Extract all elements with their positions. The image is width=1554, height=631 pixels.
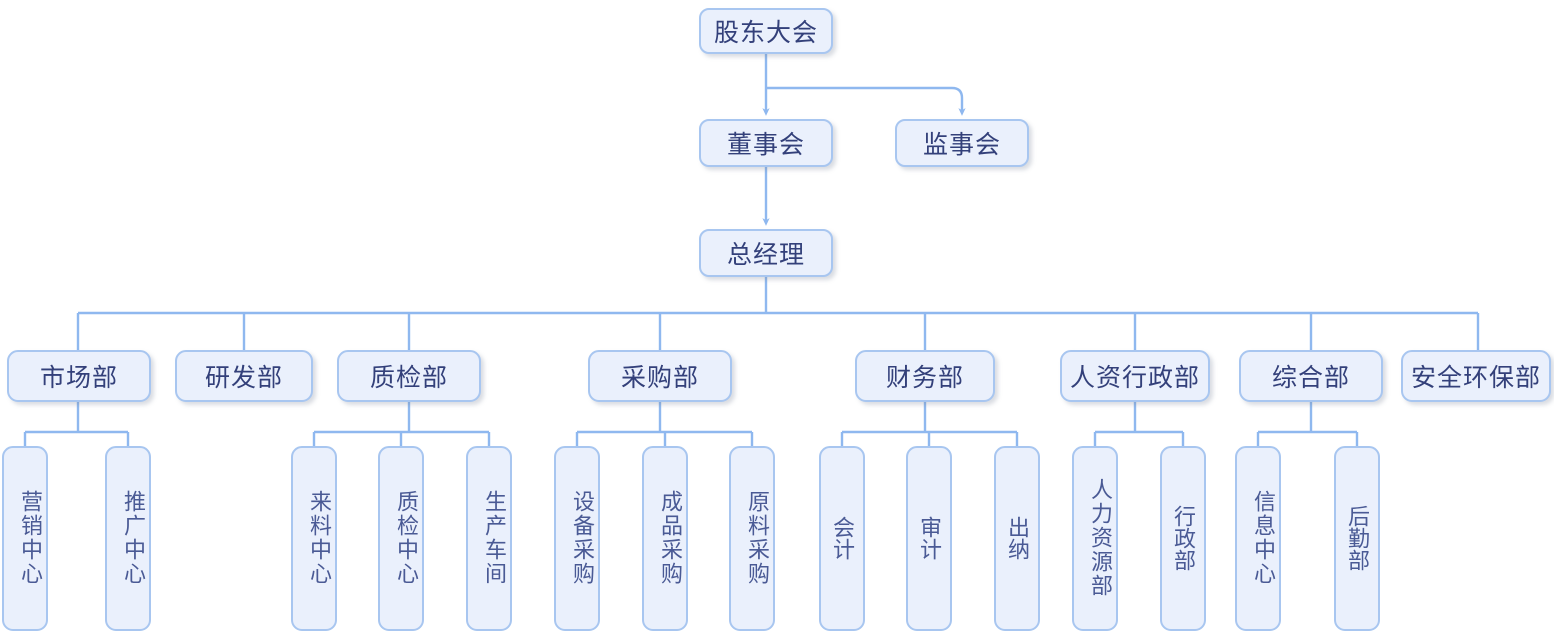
node-label: 安全环保部	[1410, 365, 1541, 392]
node-shareholders-meeting[interactable]: 股东大会	[699, 8, 833, 54]
node-label: 股东大会	[713, 20, 818, 47]
node-department-general-affairs[interactable]: 综合部	[1239, 350, 1383, 402]
node-department-safety-environment[interactable]: 安全环保部	[1401, 350, 1551, 402]
node-label: 采购部	[620, 365, 699, 392]
node-label: 质检部	[369, 365, 448, 392]
node-label: 市场部	[39, 365, 118, 392]
node-label: 原料采购	[745, 489, 770, 586]
node-department-hr-admin[interactable]: 人资行政部	[1060, 350, 1210, 402]
node-unit-audit[interactable]: 审计	[906, 446, 952, 631]
node-unit-accounting[interactable]: 会计	[819, 446, 865, 631]
node-unit-raw-material-procurement[interactable]: 原料采购	[729, 446, 775, 631]
node-board-of-directors[interactable]: 董事会	[699, 119, 833, 167]
node-label: 推广中心	[121, 489, 146, 586]
node-unit-human-resources-dept[interactable]: 人力资源部	[1072, 446, 1118, 631]
node-label: 董事会	[726, 132, 805, 159]
node-department-marketing[interactable]: 市场部	[7, 350, 151, 402]
node-department-procurement[interactable]: 采购部	[588, 350, 732, 402]
node-label: 来料中心	[307, 489, 332, 586]
node-board-of-supervisors[interactable]: 监事会	[895, 119, 1029, 167]
node-label: 质检中心	[394, 489, 419, 586]
node-department-quality-inspection[interactable]: 质检部	[337, 350, 481, 402]
node-department-finance[interactable]: 财务部	[855, 350, 995, 402]
node-unit-information-center[interactable]: 信息中心	[1235, 446, 1281, 631]
node-unit-cashier[interactable]: 出纳	[994, 446, 1040, 631]
node-label: 营销中心	[18, 489, 43, 586]
node-general-manager[interactable]: 总经理	[699, 229, 833, 277]
node-label: 研发部	[204, 365, 283, 392]
node-unit-logistics-dept[interactable]: 后勤部	[1334, 446, 1380, 631]
node-label: 信息中心	[1251, 489, 1276, 586]
node-label: 出纳	[1005, 515, 1030, 560]
node-unit-promotion-center[interactable]: 推广中心	[105, 446, 151, 631]
node-label: 总经理	[726, 242, 805, 269]
node-label: 会计	[830, 515, 855, 560]
node-label: 后勤部	[1345, 504, 1370, 571]
node-department-rnd[interactable]: 研发部	[175, 350, 313, 402]
node-label: 审计	[917, 515, 942, 560]
node-label: 人力资源部	[1088, 477, 1113, 598]
node-label: 生产车间	[482, 489, 507, 586]
node-label: 设备采购	[570, 489, 595, 586]
node-unit-marketing-center[interactable]: 营销中心	[2, 446, 48, 631]
node-label: 监事会	[922, 132, 1001, 159]
node-unit-quality-inspection-center[interactable]: 质检中心	[378, 446, 424, 631]
node-unit-finished-goods-procurement[interactable]: 成品采购	[642, 446, 688, 631]
node-label: 成品采购	[658, 489, 683, 586]
node-label: 综合部	[1271, 365, 1350, 392]
node-unit-equipment-procurement[interactable]: 设备采购	[554, 446, 600, 631]
node-label: 财务部	[885, 365, 964, 392]
node-unit-production-workshop[interactable]: 生产车间	[466, 446, 512, 631]
node-unit-incoming-material-center[interactable]: 来料中心	[291, 446, 337, 631]
node-label: 人资行政部	[1069, 365, 1200, 392]
node-label: 行政部	[1171, 504, 1196, 571]
node-unit-administration-dept[interactable]: 行政部	[1160, 446, 1206, 631]
